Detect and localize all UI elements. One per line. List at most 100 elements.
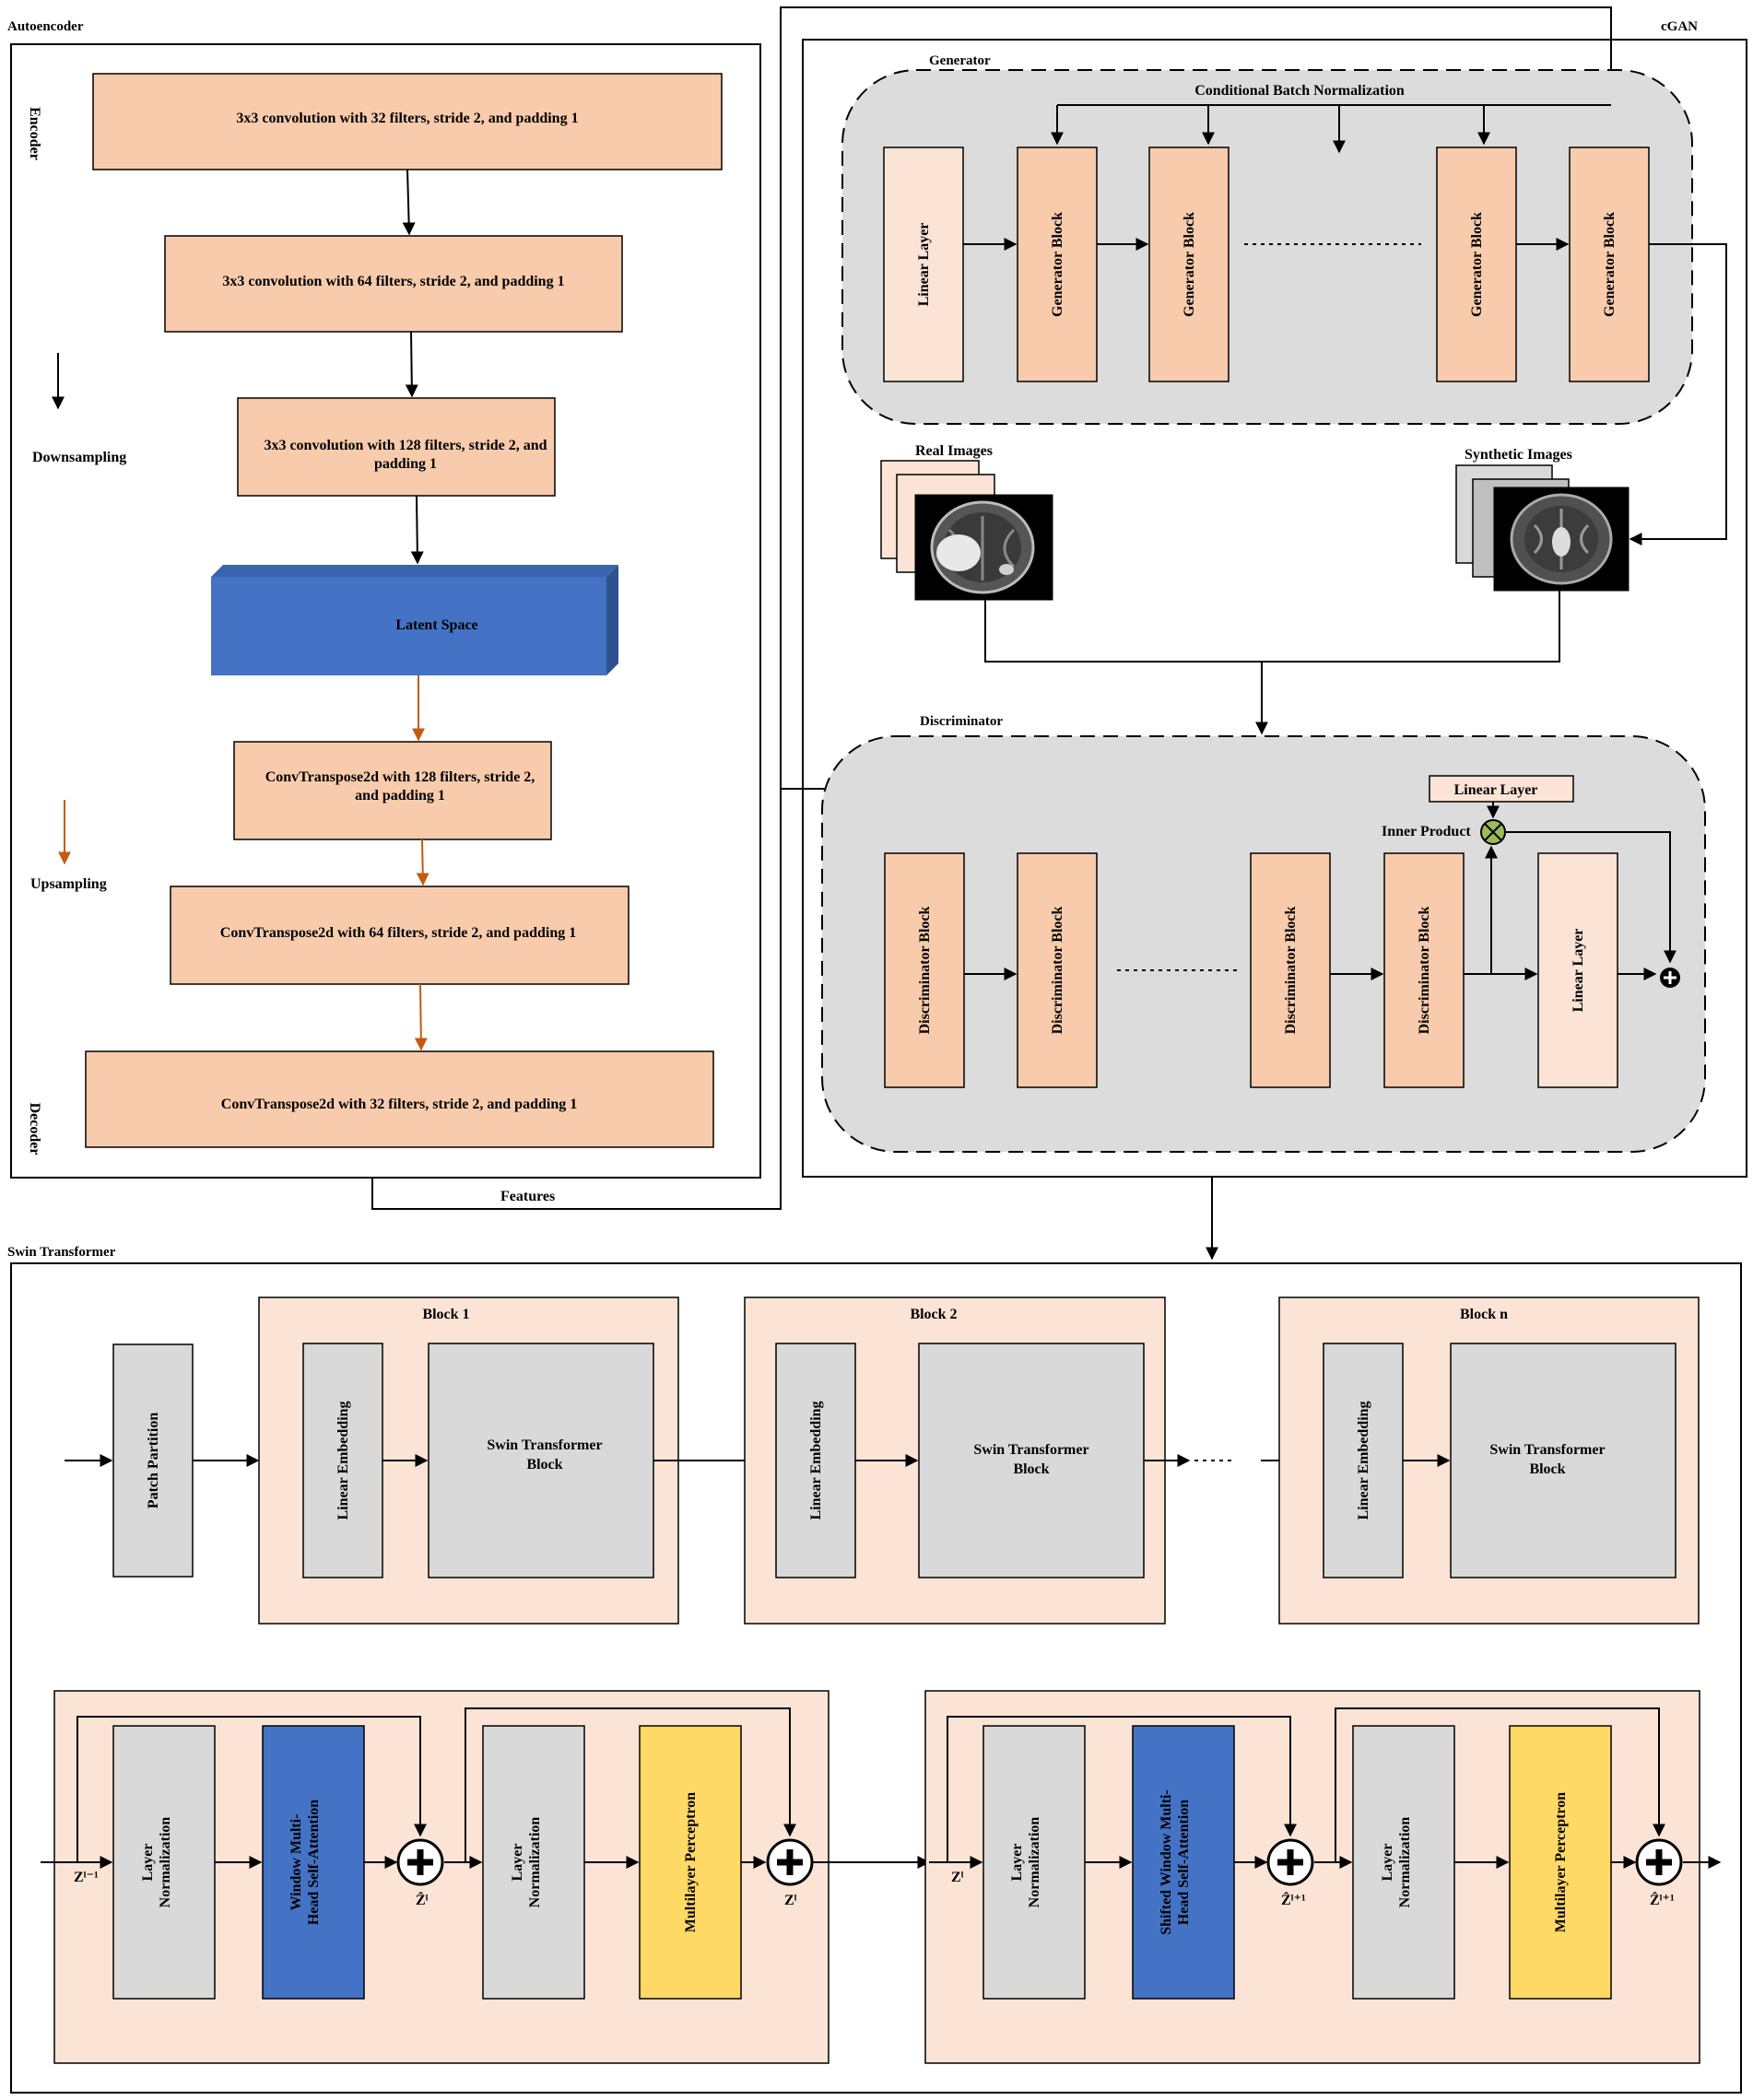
- generator-block-1-label: Generator Block: [1050, 212, 1065, 317]
- window-msa-block: [262, 1725, 365, 2000]
- shifted-window-msa-label-line2: Head Self-Attention: [1176, 1800, 1192, 1926]
- features-label: Features: [500, 1189, 555, 1204]
- generator-title: Generator: [929, 53, 991, 68]
- wmsa-layer-norm-1-line2: Normalization: [158, 1817, 173, 1908]
- deconv1-label-line1: ConvTranspose2d with 128 filters, stride…: [265, 769, 535, 785]
- synthetic-images-label: Synthetic Images: [1465, 447, 1572, 463]
- disc-linear-layer-label: Linear Layer: [1571, 929, 1586, 1013]
- generator-block-4: [1569, 147, 1650, 382]
- swmsa-layer-norm-1-line2: Normalization: [1027, 1817, 1042, 1908]
- window-msa-label-line1: Window Multi-: [288, 1813, 304, 1910]
- deconv3-label: ConvTranspose2d with 32 filters, stride …: [221, 1097, 577, 1112]
- latent-space-block: [211, 577, 606, 675]
- swin-section: Swin Transformer Patch Partition Block 1…: [7, 1245, 1742, 2094]
- wmsa-layer-norm-1-line1: Layer: [140, 1844, 156, 1882]
- blockn-swin-transformer-block: [1450, 1343, 1677, 1578]
- cgan-section: cGAN Generator Conditional Batch Normali…: [802, 19, 1747, 1261]
- block1-swin-label-line1: Swin Transformer: [487, 1437, 602, 1453]
- autoencoder-frame: [10, 43, 761, 1179]
- block2-swin-transformer-block: [918, 1343, 1145, 1578]
- conv3-label-line1: 3x3 convolution with 128 filters, stride…: [264, 438, 547, 453]
- arrow-conv3-latent: [410, 495, 424, 565]
- deconv1-block: [233, 741, 552, 840]
- synthetic-mri-image: [1493, 487, 1629, 592]
- latent-space-side-face: [606, 565, 618, 675]
- discriminator-block-4-label: Discriminator Block: [1417, 907, 1432, 1035]
- latent-space-top-face: [211, 565, 618, 577]
- generator-block-3: [1436, 147, 1517, 382]
- blockn-linear-embedding-label: Linear Embedding: [1356, 1401, 1371, 1519]
- wmsa-layer-norm-2-line2: Normalization: [527, 1817, 543, 1908]
- swin-block-1-title: Block 1: [422, 1307, 469, 1322]
- generator-block-4-label: Generator Block: [1602, 212, 1618, 317]
- residual-1-connector: [76, 1716, 427, 1862]
- swin-frame: [10, 1262, 1742, 2094]
- conv3-label-line2: padding 1: [374, 456, 437, 472]
- conv1-block: [92, 73, 723, 170]
- cbn-label: Conditional Batch Normalization: [1194, 83, 1405, 99]
- arrow-conv1-conv2: [402, 169, 416, 236]
- add-icon-3: [1266, 1838, 1314, 1886]
- arrow-deconv2-deconv3: [414, 983, 428, 1051]
- z-hat-l-plus-1-label: Ẑˡ⁺¹: [1281, 1891, 1306, 1908]
- inner-product-label: Inner Product: [1382, 824, 1471, 839]
- patch-partition-block: [112, 1343, 194, 1578]
- swin-title: Swin Transformer: [7, 1245, 116, 1260]
- add-icon-4: [1635, 1838, 1683, 1886]
- discriminator-block-2-label: Discriminator Block: [1050, 907, 1065, 1035]
- residual-3-connector: [947, 1716, 1297, 1862]
- swmsa-layer-norm-1-line1: Layer: [1009, 1844, 1025, 1882]
- swmsa-layer-norm-1: [982, 1725, 1086, 2000]
- upsampling-label: Upsampling: [30, 876, 107, 892]
- discriminator-block-2: [1017, 852, 1098, 1088]
- gen-to-synthetic-arrow: [1629, 243, 1727, 546]
- images-merge-line: [984, 591, 1560, 663]
- discriminator-block-3: [1250, 852, 1331, 1088]
- block1-swin-transformer-block: [428, 1343, 654, 1578]
- block2-swin-label-line1: Swin Transformer: [973, 1442, 1088, 1458]
- disc-linear-layer-top: [1429, 775, 1574, 803]
- conv2-label: 3x3 convolution with 64 filters, stride …: [222, 274, 564, 289]
- block1-swin-label-line2: Block: [526, 1457, 562, 1472]
- add-icon-1: [396, 1838, 444, 1886]
- gen-linear-layer: [883, 147, 964, 382]
- deconv3-block: [85, 1050, 714, 1148]
- residual-4-connector: [1335, 1707, 1665, 1862]
- discriminator-block-1-label: Discriminator Block: [917, 907, 933, 1035]
- generator-block-1: [1017, 147, 1098, 382]
- residual-2-connector: [465, 1707, 796, 1862]
- encoder-label: Encoder: [27, 107, 42, 160]
- discriminator-block-4: [1383, 852, 1465, 1088]
- gen-linear-layer-label: Linear Layer: [916, 223, 932, 307]
- features-connector: [371, 6, 1618, 1210]
- blockn-swin-label-line1: Swin Transformer: [1489, 1442, 1605, 1458]
- conv3-block: [237, 397, 556, 497]
- inner-product-to-sum-arrow: [1505, 831, 1677, 964]
- discriminator-block-1: [884, 852, 965, 1088]
- conv2-block: [164, 235, 623, 333]
- deconv2-block: [170, 886, 629, 985]
- latent-space-label: Latent Space: [395, 617, 477, 633]
- disc-linear-layer-top-label: Linear Layer: [1454, 782, 1538, 798]
- mlp-block-1-label: Multilayer Perceptron: [683, 1792, 699, 1933]
- window-msa-label-line2: Head Self-Attention: [306, 1800, 322, 1926]
- block2-linear-embedding: [775, 1343, 856, 1578]
- blockn-linear-embedding: [1323, 1343, 1404, 1578]
- generator-block-2: [1148, 147, 1229, 382]
- wmsa-layer-norm-1: [112, 1725, 216, 2000]
- z-hat-l-plus-1-end-label: Ẑˡ⁺¹: [1650, 1891, 1675, 1908]
- generator-block-3-label: Generator Block: [1469, 212, 1485, 317]
- block1-linear-embedding-label: Linear Embedding: [335, 1401, 351, 1519]
- swmsa-layer-norm-2: [1352, 1725, 1455, 2000]
- z-l-label: Zˡ: [784, 1893, 797, 1908]
- mlp-block-2-label: Multilayer Perceptron: [1553, 1792, 1569, 1933]
- downsampling-label: Downsampling: [32, 450, 126, 465]
- discriminator-block-3-label: Discriminator Block: [1283, 907, 1299, 1035]
- generator-panel: [841, 69, 1693, 425]
- mlp-block-2: [1509, 1725, 1612, 2000]
- wmsa-layer-norm-2-line1: Layer: [510, 1844, 525, 1882]
- disc-sum-icon: [1660, 968, 1680, 988]
- patch-partition-label: Patch Partition: [146, 1413, 161, 1509]
- real-images-label: Real Images: [915, 443, 993, 459]
